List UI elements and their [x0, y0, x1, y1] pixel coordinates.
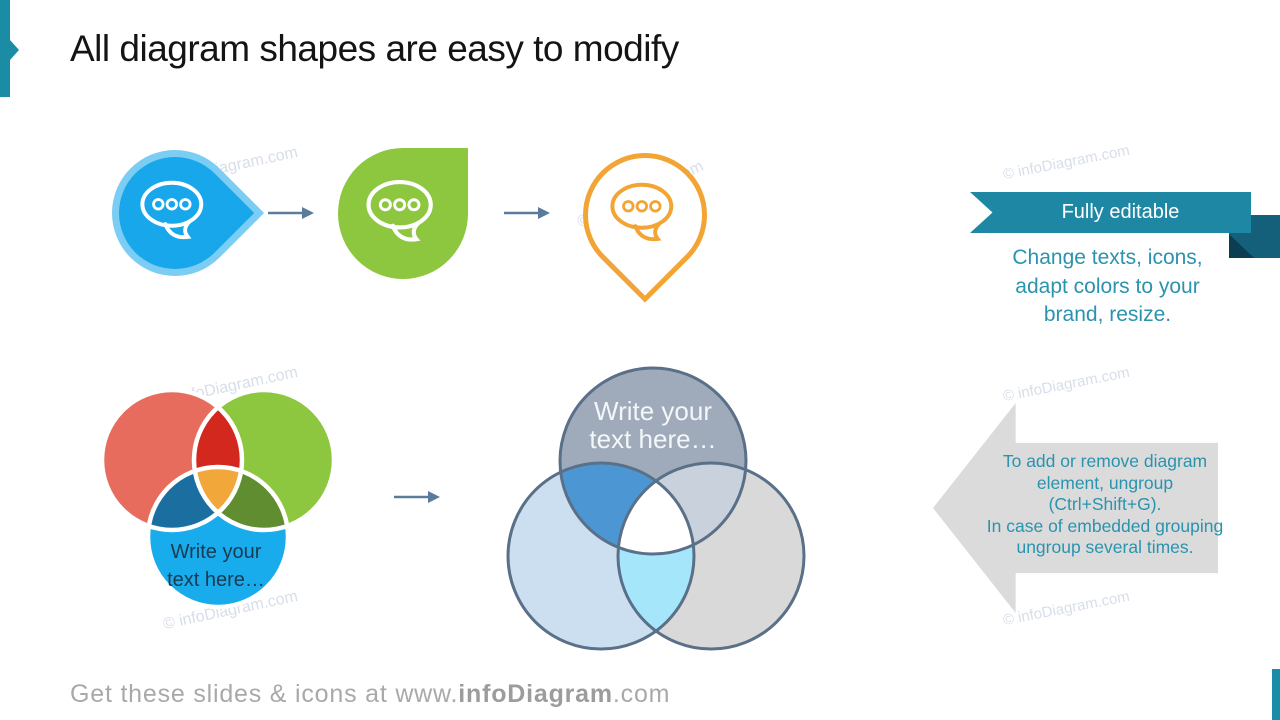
venn-circle-outline: [616, 461, 806, 651]
arrow-note-line: ungroup several times.: [1016, 537, 1194, 557]
footer-prefix: Get these slides & icons at www.: [70, 680, 459, 708]
venn-circle-outline: [99, 390, 245, 533]
watermark: © infoDiagram.com: [1001, 363, 1132, 406]
arrow-connector-icon: [504, 207, 550, 219]
arrow-note-line: To add or remove diagram: [1002, 451, 1208, 471]
speech-bubble-icon: [338, 148, 468, 279]
footer-text: Get these slides & icons at www.infoDiag…: [70, 680, 670, 709]
arrow-note: To add or remove diagram element, ungrou…: [985, 451, 1225, 559]
ribbon-description: Change texts, icons, adapt colors to you…: [995, 244, 1220, 330]
speech-bubble-icon: [588, 158, 702, 272]
ribbon-description-line: adapt colors to your: [1015, 274, 1200, 298]
venn-overlap: [148, 467, 242, 530]
venn-center: [618, 463, 694, 554]
ribbon-description-line: Change texts, icons,: [1012, 246, 1203, 269]
venn-label-line1: Write your: [594, 396, 712, 426]
arrow-connector-icon: [268, 207, 314, 219]
arrow-note-line: element, ungroup: [1036, 472, 1174, 493]
venn-overlap: [194, 467, 288, 530]
venn-label-line2: text here…: [167, 569, 265, 591]
venn-label-line1: Write your: [171, 541, 262, 563]
watermark: © infoDiagram.com: [1001, 141, 1132, 184]
venn-circle-outline: [506, 461, 696, 651]
slide-title: All diagram shapes are easy to modify: [70, 28, 679, 69]
arrow-connector-icon: [394, 491, 440, 503]
arrow-note-line: (Ctrl+Shift+G).: [1048, 494, 1162, 514]
shape-pin-orange: [557, 127, 733, 303]
arrow-note-line: In case of embedded grouping: [986, 515, 1224, 536]
shape-leaf-green: [338, 148, 468, 279]
venn-circle-outline: [145, 464, 291, 610]
venn-circle-outline: [558, 366, 748, 556]
venn-diagram-muted: Write your text here…: [506, 366, 806, 651]
speech-bubble-icon: [112, 150, 238, 276]
venn-diagram-colorful: Write your text here…: [99, 390, 337, 610]
left-accent-chevron-icon: [10, 40, 19, 60]
venn-label-line2: text here…: [589, 424, 716, 454]
shape-drop-blue: [85, 123, 265, 303]
venn-circle-outline: [191, 390, 337, 533]
footer-suffix: .com: [612, 680, 671, 708]
footer-brand: infoDiagram: [458, 680, 613, 708]
left-accent-bar: [0, 0, 10, 97]
ribbon-banner: Fully editable: [970, 192, 1251, 233]
bottom-right-accent-bar: [1272, 669, 1280, 720]
watermark: © infoDiagram.com: [1001, 587, 1132, 630]
ribbon-description-line: brand, resize.: [1043, 303, 1172, 326]
